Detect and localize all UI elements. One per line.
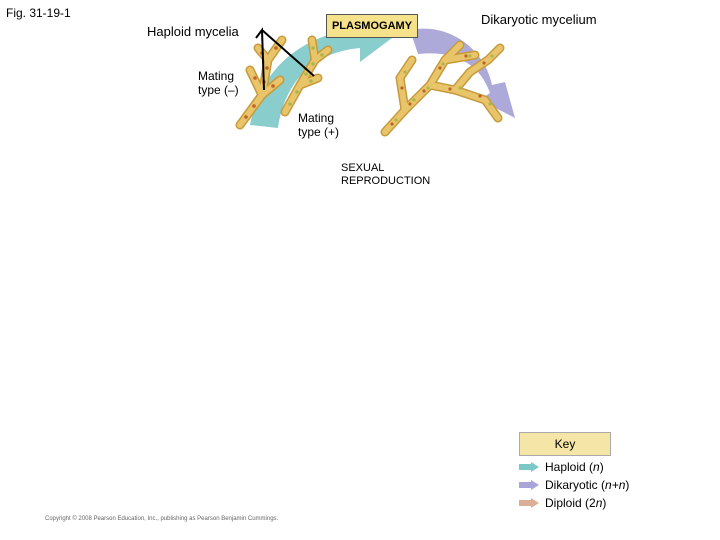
dikaryotic-mycelium-label: Dikaryotic mycelium (481, 12, 597, 27)
dikaryotic-mycelium (380, 40, 505, 137)
haploid-mycelium-minus (235, 35, 287, 130)
haploid-arrow (250, 14, 392, 128)
key-item-dikaryotic: Dikaryotic (n+n) (519, 477, 629, 493)
dikaryotic-arrow-icon (519, 480, 539, 490)
mating-type-plus-label: Mating type (+) (298, 111, 340, 139)
key-title: Key (519, 432, 611, 456)
figure-label: Fig. 31-19-1 (6, 6, 71, 20)
key-item-label: Diploid (2n) (545, 496, 607, 510)
mating-type-minus-label: Mating type (–) (198, 69, 239, 97)
diploid-arrow-icon (519, 498, 539, 508)
plasmogamy-label: PLASMOGAMY (326, 14, 418, 38)
dikaryotic-arrow (410, 28, 515, 119)
haploid-mycelia-label: Haploid mycelia (147, 24, 239, 39)
haploid-arrow-icon (519, 462, 539, 472)
key-item-haploid: Haploid (n) (519, 459, 604, 475)
key-item-label: Haploid (n) (545, 460, 604, 474)
haploid-mycelium-plus (280, 35, 333, 117)
key-item-label: Dikaryotic (n+n) (545, 478, 630, 492)
copyright-text: Copyright © 2008 Pearson Education, Inc.… (45, 516, 279, 522)
key-item-diploid: Diploid (2n) (519, 495, 606, 511)
sexual-reproduction-label: SEXUAL REPRODUCTION (341, 162, 431, 187)
haploid-bracket-lines (255, 27, 315, 91)
